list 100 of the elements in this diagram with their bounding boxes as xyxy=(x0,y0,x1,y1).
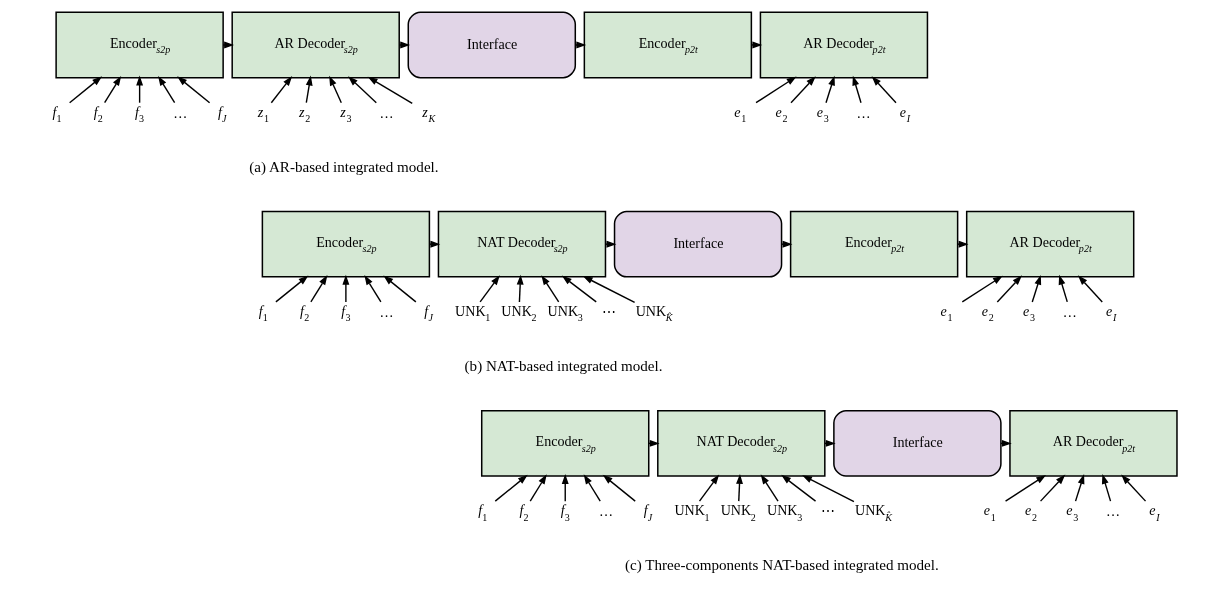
node-text: UNK$_{2}$ xyxy=(720,502,756,523)
arrow xyxy=(582,276,636,304)
node-text: f$_{2}$ xyxy=(93,103,103,125)
arrow xyxy=(602,474,636,502)
node-text: e$_{1}$ xyxy=(983,502,996,523)
arrow xyxy=(158,75,176,104)
node-text: UNK$_{1}$ xyxy=(455,302,491,324)
node-text: e$_{2}$ xyxy=(981,302,994,324)
arrow xyxy=(383,275,417,303)
node-text: UNK$_{3}$ xyxy=(547,302,583,324)
arrow xyxy=(364,275,382,303)
node-text: e$_{I}$ xyxy=(1106,302,1117,324)
node-text: z$_{K}$ xyxy=(422,103,436,125)
arrow xyxy=(574,41,587,49)
node-box: AR Decoder$_{p2t}$ xyxy=(1009,409,1178,477)
arrow xyxy=(103,75,122,104)
node-text: f$_{3}$ xyxy=(341,302,351,324)
node-text: … xyxy=(1062,303,1077,320)
arrow xyxy=(1074,474,1085,502)
node-text: ⋯ xyxy=(821,503,836,520)
node-text: f$_{3}$ xyxy=(560,502,570,523)
node-text: f$_{2}$ xyxy=(519,502,529,523)
arrow xyxy=(310,275,328,303)
node-text: … xyxy=(379,104,394,121)
arrow xyxy=(1031,274,1042,303)
arrow xyxy=(329,75,342,104)
arrow xyxy=(698,474,720,502)
arrow xyxy=(1004,475,1047,502)
node-text: UNK$_{2}$ xyxy=(501,302,537,324)
node-text: e$_{2}$ xyxy=(775,103,788,125)
node-text: e$_{1}$ xyxy=(940,302,953,324)
node-text: … xyxy=(856,104,871,121)
node-box: AR Decoder$_{p2t}$ xyxy=(759,11,929,79)
arrow xyxy=(790,76,816,104)
node-text: f$_{1}$ xyxy=(258,302,268,324)
node-text: e$_{1}$ xyxy=(734,103,747,125)
arrow xyxy=(1101,474,1112,502)
node-text: z$_{3}$ xyxy=(340,103,352,125)
arrow xyxy=(755,76,797,104)
node-text: f$_{1}$ xyxy=(478,502,488,523)
arrow xyxy=(348,76,377,104)
node-text: UNK$_{3}$ xyxy=(766,502,803,523)
label: (a) AR-based integrated model. xyxy=(249,158,439,175)
label: (b) NAT-based integrated model. xyxy=(464,357,663,374)
node-text: UNK$_{K̂}$ xyxy=(855,502,892,523)
arrow xyxy=(398,41,411,49)
arrow xyxy=(342,274,350,303)
arrow xyxy=(957,240,969,248)
arrow xyxy=(270,76,293,104)
node-text: z$_{2}$ xyxy=(299,103,311,125)
node-text: UNK$_{K̂}$ xyxy=(635,302,673,324)
arrow xyxy=(561,275,597,303)
arrow xyxy=(68,76,103,104)
arrow xyxy=(961,275,1003,303)
node-text: z$_{1}$ xyxy=(257,103,269,125)
arrow xyxy=(780,240,793,248)
node-text: f$_{J}$ xyxy=(643,502,653,523)
arrow xyxy=(1039,474,1066,502)
arrow xyxy=(825,75,835,104)
arrow xyxy=(736,474,743,502)
arrow xyxy=(367,76,413,104)
arrow xyxy=(760,474,779,502)
arrow xyxy=(275,275,309,303)
arrow xyxy=(222,41,234,49)
node-text: e$_{3}$ xyxy=(816,103,829,125)
arrow xyxy=(479,275,500,303)
node-text: e$_{3}$ xyxy=(1023,302,1036,324)
arrow xyxy=(996,275,1023,303)
node-text: f$_{2}$ xyxy=(300,302,310,324)
arrow xyxy=(305,75,313,104)
node-text: … xyxy=(598,503,614,520)
node-text: f$_{J}$ xyxy=(424,302,433,324)
node-text: e$_{I}$ xyxy=(1149,502,1160,523)
arrow xyxy=(750,41,763,49)
arrow xyxy=(494,474,528,502)
arrow xyxy=(1077,275,1103,303)
node-text: ⋯ xyxy=(601,303,616,320)
arrow xyxy=(516,274,524,303)
arrow xyxy=(583,474,601,502)
arrow xyxy=(802,475,855,503)
node-text: f$_{J}$ xyxy=(218,103,227,125)
node-text: e$_{3}$ xyxy=(1066,502,1079,523)
arrow xyxy=(541,275,560,303)
arrow xyxy=(1058,274,1068,303)
node-text: … xyxy=(173,104,188,121)
node-text: UNK$_{1}$ xyxy=(674,502,710,523)
arrow xyxy=(871,76,897,104)
node-text: … xyxy=(379,303,394,320)
arrow xyxy=(852,75,862,104)
node-text: f$_{1}$ xyxy=(52,103,62,125)
arrow xyxy=(1121,474,1147,502)
arrow xyxy=(529,474,547,502)
label: (c) Three-components NAT-based integrated model. xyxy=(625,557,939,574)
node-text: … xyxy=(1106,503,1121,520)
node-box: AR Decoder$_{p2t}$ xyxy=(965,210,1135,278)
arrow xyxy=(177,76,211,104)
arrow xyxy=(781,474,817,502)
arrow xyxy=(428,240,441,248)
node-text: e$_{2}$ xyxy=(1025,502,1038,523)
node-text: f$_{3}$ xyxy=(135,103,145,125)
